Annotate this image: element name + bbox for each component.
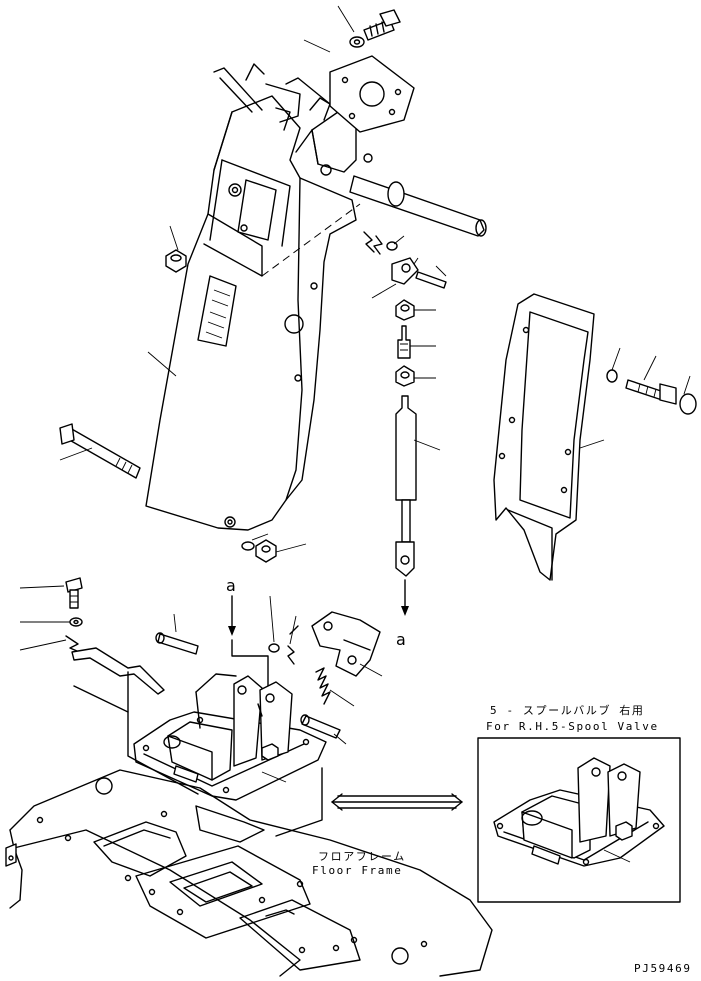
- link-bar: [71, 647, 165, 695]
- top-flange-assembly: [329, 9, 415, 133]
- tower-nut-washer: [241, 539, 277, 563]
- callout-a-top: a: [226, 576, 236, 595]
- control-tower: [145, 63, 361, 531]
- base-small-parts: [268, 625, 299, 665]
- return-spring: [315, 667, 331, 705]
- long-bolt: [59, 423, 141, 479]
- callout-a-right: a: [396, 630, 406, 649]
- panel-fasteners: [606, 369, 697, 415]
- upper-bracket: [311, 611, 381, 677]
- floor-frame-label-jp: フロアフレーム: [318, 850, 406, 863]
- floor-frame: [5, 769, 493, 977]
- lower-left-fasteners: [65, 577, 85, 655]
- leader-lines: [19, 5, 691, 863]
- floor-frame-label-en: Floor Frame: [312, 864, 403, 877]
- inset-box: [477, 737, 681, 903]
- lever-base-assembly: [73, 671, 327, 837]
- side-cover-panel: [493, 293, 595, 581]
- lock-pin: [155, 632, 199, 655]
- left-nut: [165, 249, 187, 273]
- pivot-rod: [349, 153, 487, 237]
- part-code: PJ59469: [634, 962, 692, 975]
- callout-a-arrow: [228, 595, 269, 695]
- double-arrow: [331, 793, 463, 811]
- gas-spring-assembly: [363, 231, 447, 616]
- spool-valve-label-jp: 5 - スプールバルブ 右用: [490, 704, 645, 717]
- base-pin: [300, 714, 341, 739]
- spool-valve-label-en: For R.H.5-Spool Valve: [486, 720, 659, 733]
